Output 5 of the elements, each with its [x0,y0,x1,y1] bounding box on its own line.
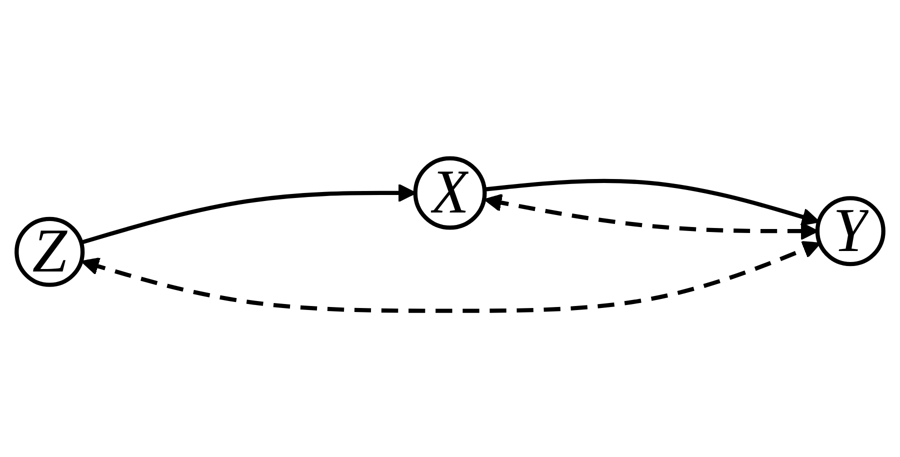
node-circle: X [413,156,487,230]
node-circle: Y [815,196,886,266]
node-circle: Z [14,216,85,287]
arrow [484,178,820,226]
arrow [81,240,821,313]
